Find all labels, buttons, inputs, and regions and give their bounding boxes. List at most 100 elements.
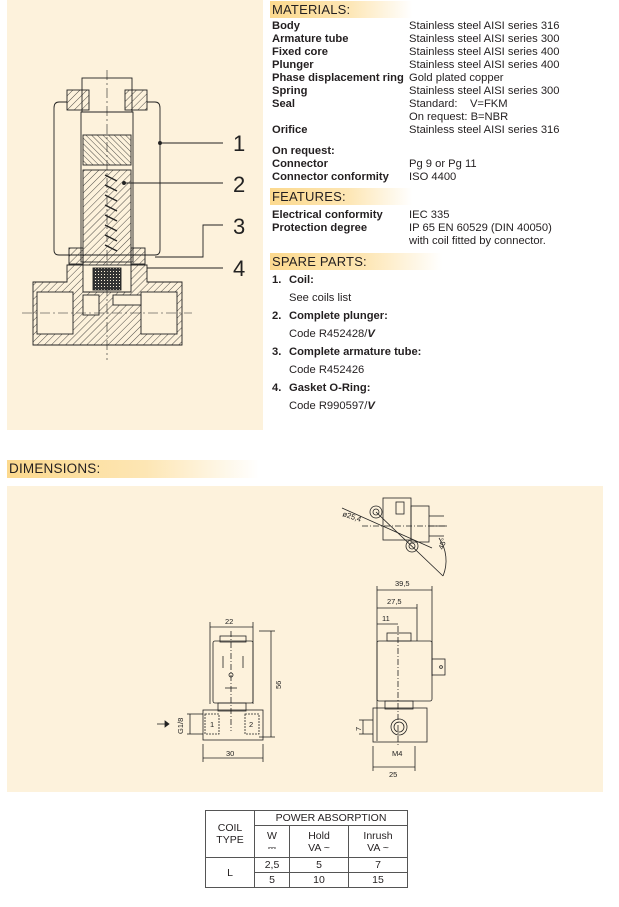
dim-angle: 45° [436,537,448,551]
port-2-label: 2 [249,720,253,729]
on-request-row: Connector Pg 9 or Pg 11 [272,158,477,171]
material-row: Plunger Stainless steel AISI series 400 [272,59,560,72]
spare-parts-list: 1. Coil: See coils list 2. Complete plunge… [272,271,421,415]
material-label [272,111,409,124]
spare-part-number: 4. [272,382,282,394]
dim-27-5: 27,5 [387,597,402,606]
spare-part-code: Code R990597/ [289,400,368,412]
dim-30: 30 [226,749,234,758]
material-value: Stainless steel AISI series 400 [409,59,560,71]
materials-heading: MATERIALS: [270,1,412,18]
on-request-item-label: Connector [272,158,328,170]
spare-part-code: See coils list [289,292,352,304]
material-row: Fixed core Stainless steel AISI series 40… [272,46,560,59]
feature-label: Electrical conformity [272,209,383,221]
material-value: Stainless steel AISI series 316 [409,20,560,32]
on-request-item-value: Pg 9 or Pg 11 [409,158,477,170]
dimensions-heading: DIMENSIONS: [7,460,259,478]
material-value: Stainless steel AISI series 300 [409,33,560,45]
spare-part-title: Complete armature tube: [289,346,422,358]
power-absorption-header: POWER ABSORPTION [254,810,408,826]
material-value: On request: B=NBR [409,111,509,123]
dim-m4: M4 [392,749,402,758]
material-value: Gold plated copper [409,72,504,84]
spare-part-number: 3. [272,346,282,358]
cross-section-panel: 1 2 3 4 [7,0,263,430]
spare-part-suffix: V [367,328,375,340]
dim-11: 11 [382,614,390,623]
feature-value: with coil fitted by connector. [409,235,546,247]
material-label: Seal [272,98,296,110]
dim-39-5: 39,5 [395,579,410,588]
feature-label: Protection degree [272,222,368,234]
feature-row: Protection degree IP 65 EN 60529 (DIN 400… [272,222,552,235]
cell-hold: 10 [289,872,349,888]
material-value: Stainless steel AISI series 316 [409,124,560,136]
spare-part-code: Code R452426 [289,364,365,376]
dim-diameter: ø25,4 [341,509,362,523]
material-row: On request: B=NBR [272,111,560,124]
spare-part-number: 2. [272,310,282,322]
material-row: Orifice Stainless steel AISI series 316 [272,124,560,137]
dimensions-drawing: ø25,4 45° 39,5 27,5 11 22 56 30 25 7 M4 … [157,497,449,779]
feature-value: IP 65 EN 60529 (DIN 40050) [409,222,552,234]
dimensions-panel: ø25,4 45° 39,5 27,5 11 22 56 30 25 7 M4 … [7,486,603,792]
cell-hold: 5 [289,857,349,873]
on-request-item-label: Connector conformity [272,171,389,183]
material-row: Body Stainless steel AISI series 316 [272,20,560,33]
coil-type-cell: L [205,857,255,888]
feature-row: with coil fitted by connector. [272,235,552,248]
port-1-label: 1 [210,720,214,729]
callout-4: 4 [233,256,245,281]
material-label: Spring [272,85,308,97]
material-label: Plunger [272,59,314,71]
cell-inrush: 7 [348,857,408,873]
cell-inrush: 15 [348,872,408,888]
on-request-row: Connector conformity ISO 4400 [272,171,477,184]
spare-part-item: 1. Coil: See coils list [272,271,421,307]
spare-part-item: 2.Complete plunger: Code R452428/V [272,307,421,343]
material-value: Standard: V=FKM [409,98,508,110]
callout-2: 2 [233,172,245,197]
spare-part-title: Gasket O-Ring: [289,382,371,394]
features-list: Electrical conformity IEC 335 Protection … [272,209,552,248]
on-request-label: On request: [272,145,335,157]
material-row: Armature tube Stainless steel AISI series… [272,33,560,46]
spare-parts-heading: SPARE PARTS: [270,253,442,270]
material-row: Phase displacement ring Gold plated coppe… [272,72,560,85]
material-label: Body [272,20,300,32]
dim-7: 7 [354,727,363,731]
table-row: 5 10 15 [206,872,408,888]
valve-cross-section-drawing: 1 2 3 4 [22,70,245,360]
feature-label [272,235,409,248]
on-request-item-value: ISO 4400 [409,171,457,183]
spare-part-title: Coil: [289,274,314,286]
material-value: Stainless steel AISI series 400 [409,46,560,58]
features-heading: FEATURES: [270,188,412,205]
callout-1: 1 [233,131,245,156]
material-label: Phase displacement ring [272,72,404,84]
material-row: Seal Standard: V=FKM [272,98,560,111]
dim-g1-8: G1/8 [176,718,185,734]
material-label: Fixed core [272,46,328,58]
spare-part-number: 1. [272,274,282,286]
spare-part-item: 4. Gasket O-Ring: Code R990597/V [272,379,421,415]
cell-w: 5 [254,872,290,888]
on-request-list: On request: Connector Pg 9 or Pg 11 Conne… [272,145,477,184]
material-label: Orifice [272,124,308,136]
column-header-w: W⎓ [254,825,290,858]
cell-w: 2,5 [254,857,290,873]
dim-56: 56 [274,681,283,689]
material-value: Stainless steel AISI series 300 [409,85,560,97]
material-label: Armature tube [272,33,349,45]
spare-part-title: Complete plunger: [289,310,388,322]
front-view-drawing [157,622,275,762]
callout-3: 3 [233,214,245,239]
spare-part-suffix: V [367,400,375,412]
top-view-drawing [341,497,447,577]
feature-value: IEC 335 [409,209,450,221]
